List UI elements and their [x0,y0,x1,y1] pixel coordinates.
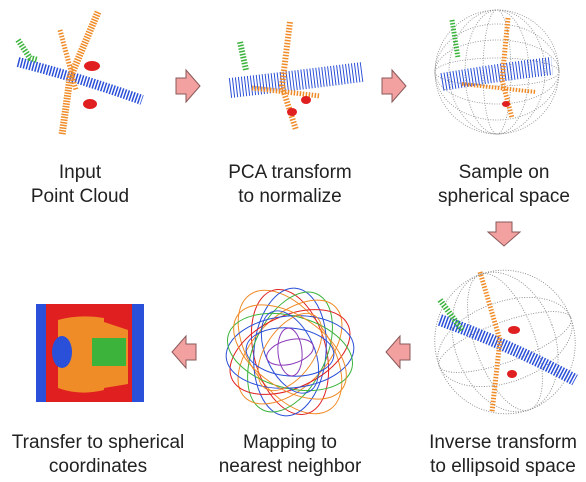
step-label-inverse: Inverse transform to ellipsoid space [429,431,577,479]
spherical-sampling-image [434,9,560,135]
arrow-left-2 [171,334,197,370]
step-label-line: Point Cloud [30,186,130,207]
airplane-body-points [16,57,144,105]
spherical-coordinates-map-image [36,304,144,402]
step-label-line: Inverse transform [429,432,577,453]
pca-normalized-cloud-image [228,21,364,131]
step-label-line: Input [58,162,102,183]
nearest-neighbor-mapping-image [225,287,355,417]
step-label-line: to ellipsoid space [430,456,576,477]
ellipsoid-space-image [434,269,578,415]
step-label-line: Transfer to spherical [11,432,185,453]
step-label-line: nearest neighbor [218,456,362,477]
airplane-engine-points-2 [83,99,97,109]
input-point-cloud-image [15,10,144,136]
step-label-line: coordinates [48,456,148,477]
step-label-input: Input Point Cloud [31,161,129,209]
step-label-line: PCA transform [228,162,352,183]
step-label-line: Sample on [458,162,550,183]
airplane-tail-points [15,38,39,63]
airplane-engine-points [84,61,100,71]
step-label-pca: PCA transform to normalize [228,161,352,209]
airplane-wing-points [57,10,102,136]
arrow-down [486,221,522,247]
arrow-right-1 [175,68,201,104]
step-label-line: to normalize [238,186,342,207]
arrow-right-2 [381,68,407,104]
step-label-sample: Sample on spherical space [438,161,570,209]
arrow-left-1 [385,334,411,370]
step-label-line: Mapping to [242,432,338,453]
step-label-transfer: Transfer to spherical coordinates [12,431,184,479]
step-label-line: spherical space [437,186,571,207]
step-label-mapping: Mapping to nearest neighbor [219,431,362,479]
